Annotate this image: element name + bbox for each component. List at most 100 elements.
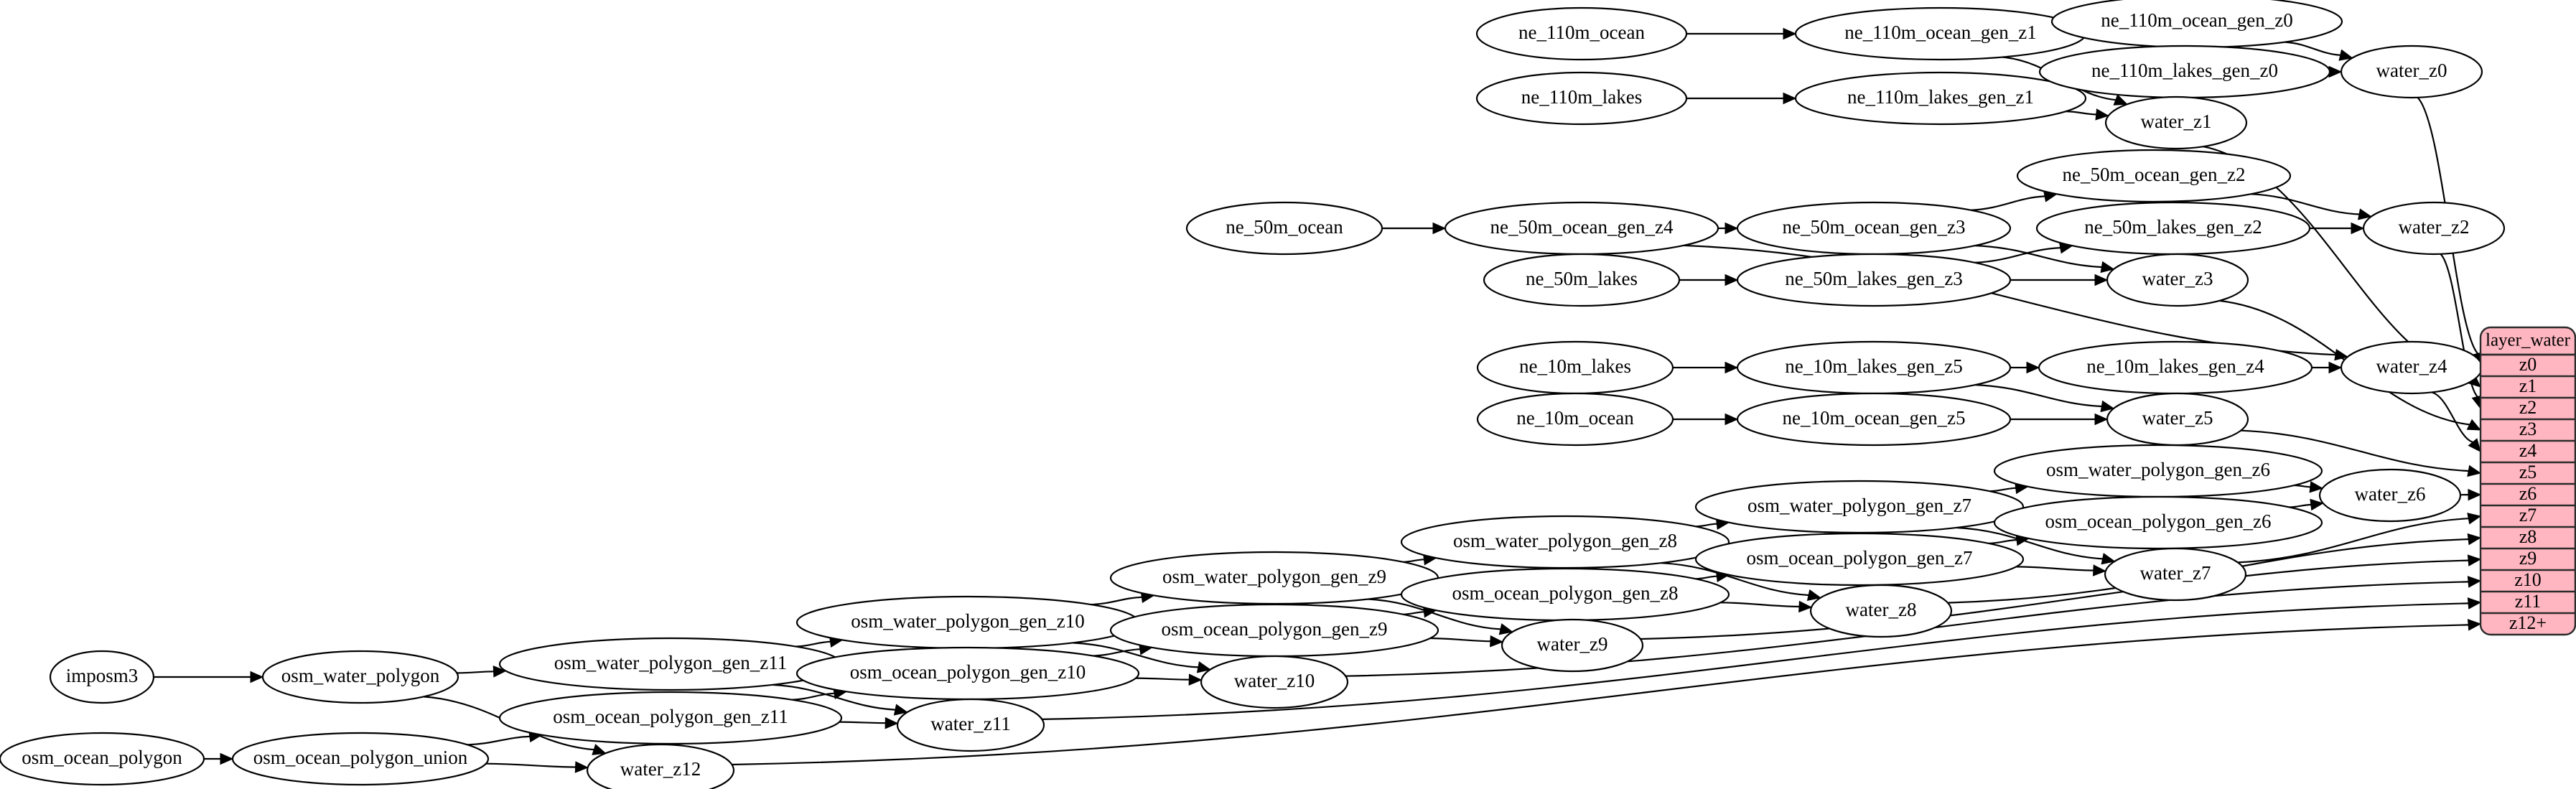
edge-osm_ocean_polygon_gen_z9-to-water_z9 <box>1430 635 1504 648</box>
table-row-z9[interactable]: z9 <box>2481 547 2575 569</box>
node-water_z6[interactable]: water_z6 <box>2318 468 2462 523</box>
node-osm_ocean_polygon_gen_z10[interactable]: osm_ocean_polygon_gen_z10 <box>795 646 1140 701</box>
table-row-z7[interactable]: z7 <box>2481 504 2575 526</box>
table-row-z0[interactable]: z0 <box>2519 354 2537 375</box>
node-osm_ocean_polygon_gen_z9[interactable]: osm_ocean_polygon_gen_z9 <box>1109 603 1439 658</box>
node-osm_ocean_polygon_gen_z11[interactable]: osm_ocean_polygon_gen_z11 <box>498 691 843 745</box>
node-water_z8[interactable]: water_z8 <box>1809 584 1953 638</box>
node-water_z5[interactable]: water_z5 <box>2106 392 2249 447</box>
node-ne_110m_ocean_gen_z1[interactable]: ne_110m_ocean_gen_z1 <box>1794 6 2087 61</box>
table-row-z12plus[interactable]: z12+ <box>2481 612 2575 633</box>
node-label: osm_water_polygon_gen_z6 <box>2046 459 2270 480</box>
table-row-z11[interactable]: z11 <box>2481 590 2575 612</box>
edge-osm_ocean_polygon-to-osm_ocean_polygon_union <box>204 752 234 765</box>
node-ne_50m_lakes_gen_z3[interactable]: ne_50m_lakes_gen_z3 <box>1736 253 2012 307</box>
edge-ne_110m_lakes-to-ne_110m_lakes_gen_z1 <box>1686 92 1797 105</box>
node-label: ne_110m_ocean <box>1518 22 1645 43</box>
edge-osm_ocean_polygon_union-to-water_z12 <box>485 761 589 773</box>
table-cell-label: z1 <box>2519 375 2537 396</box>
node-osm_water_polygon_gen_z7[interactable]: osm_water_polygon_gen_z7 <box>1694 480 2025 534</box>
edge-ne_10m_lakes-to-ne_10m_lakes_gen_z5 <box>1672 361 1739 374</box>
edge-water_z4-to-layer_water_z4 <box>2431 391 2481 452</box>
node-osm_ocean_polygon_gen_z6[interactable]: osm_ocean_polygon_gen_z6 <box>1993 495 2323 550</box>
node-label: ne_110m_ocean_gen_z0 <box>2101 9 2292 31</box>
node-label: ne_10m_ocean <box>1516 407 1634 429</box>
table-cell-label: z4 <box>2519 440 2537 461</box>
node-osm_water_polygon_gen_z11[interactable]: osm_water_polygon_gen_z11 <box>498 637 843 691</box>
node-osm_ocean_polygon_union[interactable]: osm_ocean_polygon_union <box>231 732 490 786</box>
node-ne_110m_ocean_gen_z0[interactable]: ne_110m_ocean_gen_z0 <box>2050 0 2343 49</box>
table-row-z3[interactable]: z3 <box>2481 418 2575 439</box>
table-row-z4[interactable]: z4 <box>2481 439 2575 461</box>
table-row-z6[interactable]: z6 <box>2481 482 2575 504</box>
node-ne_10m_ocean[interactable]: ne_10m_ocean <box>1476 392 1674 447</box>
node-ne_110m_lakes_gen_z1[interactable]: ne_110m_lakes_gen_z1 <box>1794 71 2087 126</box>
node-ne_50m_ocean_gen_z2[interactable]: ne_50m_ocean_gen_z2 <box>2016 149 2292 203</box>
table-cell-label: z6 <box>2519 483 2537 504</box>
edge-water_z12-to-layer_water_z12_ <box>732 619 2482 766</box>
node-osm_water_polygon[interactable]: osm_water_polygon <box>261 650 459 704</box>
table-row-z2[interactable]: z2 <box>2481 396 2575 418</box>
edge-ne_50m_lakes-to-ne_50m_lakes_gen_z3 <box>1679 274 1739 286</box>
edge-water_z5-to-layer_water_z5 <box>2241 429 2482 477</box>
node-label: ne_110m_lakes <box>1521 86 1642 108</box>
node-osm_water_polygon_gen_z8[interactable]: osm_water_polygon_gen_z8 <box>1400 515 1730 569</box>
edge-ne_10m_lakes_gen_z5-to-water_z5 <box>1975 384 2115 413</box>
node-ne_10m_ocean_gen_z5[interactable]: ne_10m_ocean_gen_z5 <box>1736 392 2012 447</box>
edge-ne_50m_ocean_gen_z3-to-water_z3 <box>1975 245 2115 274</box>
node-label: ne_50m_ocean_gen_z4 <box>1490 216 1674 238</box>
node-label: osm_ocean_polygon_gen_z11 <box>553 706 788 727</box>
node-water_z3[interactable]: water_z3 <box>2106 253 2249 307</box>
node-water_z1[interactable]: water_z1 <box>2104 95 2248 150</box>
edge-osm_ocean_polygon_gen_z11-to-water_z11 <box>839 716 899 729</box>
node-label: osm_ocean_polygon_union <box>253 747 468 768</box>
node-ne_10m_lakes[interactable]: ne_10m_lakes <box>1476 340 1674 395</box>
node-water_z10[interactable]: water_z10 <box>1200 655 1349 709</box>
node-ne_110m_ocean[interactable]: ne_110m_ocean <box>1475 6 1688 61</box>
node-ne_10m_lakes_gen_z5[interactable]: ne_10m_lakes_gen_z5 <box>1736 340 2012 395</box>
node-osm_ocean_polygon_gen_z7[interactable]: osm_ocean_polygon_gen_z7 <box>1694 532 2025 587</box>
edge-osm_water_polygon_gen_z9-to-water_z9 <box>1368 598 1513 635</box>
table-row-z8[interactable]: z8 <box>2481 526 2575 547</box>
node-ne_50m_lakes[interactable]: ne_50m_lakes <box>1483 253 1681 307</box>
edge-osm_ocean_polygon_gen_z7-to-water_z7 <box>2016 564 2107 576</box>
node-water_z7[interactable]: water_z7 <box>2104 547 2247 602</box>
table-cell-label: z2 <box>2519 397 2537 418</box>
node-osm_water_polygon_gen_z10[interactable]: osm_water_polygon_gen_z10 <box>795 595 1140 650</box>
node-osm_ocean_polygon[interactable]: osm_ocean_polygon <box>0 732 205 786</box>
node-water_z0[interactable]: water_z0 <box>2340 45 2483 99</box>
node-ne_50m_ocean[interactable]: ne_50m_ocean <box>1185 201 1383 256</box>
table-cell-label: z0 <box>2519 354 2537 375</box>
node-ne_110m_lakes[interactable]: ne_110m_lakes <box>1475 71 1688 126</box>
table-row-z1[interactable]: z1 <box>2481 375 2575 396</box>
node-osm_ocean_polygon_gen_z8[interactable]: osm_ocean_polygon_gen_z8 <box>1400 567 1730 622</box>
table-row-z10[interactable]: z10 <box>2481 569 2575 590</box>
node-water_z2[interactable]: water_z2 <box>2362 201 2506 256</box>
node-water_z11[interactable]: water_z11 <box>896 698 1045 752</box>
node-ne_10m_lakes_gen_z4[interactable]: ne_10m_lakes_gen_z4 <box>2038 340 2313 395</box>
node-label: osm_water_polygon_gen_z9 <box>1162 566 1386 587</box>
node-osm_water_polygon_gen_z9[interactable]: osm_water_polygon_gen_z9 <box>1109 551 1439 605</box>
table-cell-label: z8 <box>2519 526 2537 547</box>
node-ne_50m_ocean_gen_z3[interactable]: ne_50m_ocean_gen_z3 <box>1736 201 2012 256</box>
node-label: ne_50m_lakes_gen_z2 <box>2084 216 2262 238</box>
node-label: osm_ocean_polygon_gen_z8 <box>1452 582 1679 604</box>
table-row-z5[interactable]: z5 <box>2481 461 2575 482</box>
node-water_z9[interactable]: water_z9 <box>1501 618 1644 673</box>
edge-osm_ocean_polygon_gen_z10-to-water_z10 <box>1135 673 1203 686</box>
node-ne_50m_ocean_gen_z4[interactable]: ne_50m_ocean_gen_z4 <box>1444 201 1719 256</box>
edge-ne_50m_ocean-to-ne_50m_ocean_gen_z4 <box>1382 222 1447 235</box>
node-label: osm_water_polygon_gen_z11 <box>554 652 787 673</box>
node-label: water_z12 <box>620 758 701 780</box>
node-water_z4[interactable]: water_z4 <box>2340 340 2483 395</box>
node-label: osm_water_polygon <box>281 665 440 686</box>
node-ne_50m_lakes_gen_z2[interactable]: ne_50m_lakes_gen_z2 <box>2035 201 2311 256</box>
node-label: ne_10m_lakes <box>1519 355 1631 377</box>
node-imposm3[interactable]: imposm3 <box>49 650 155 704</box>
node-ne_110m_lakes_gen_z0[interactable]: ne_110m_lakes_gen_z0 <box>2038 45 2331 99</box>
node-osm_water_polygon_gen_z6[interactable]: osm_water_polygon_gen_z6 <box>1993 444 2323 498</box>
edge-water_z6-to-layer_water_z6 <box>2460 488 2482 501</box>
node-water_z12[interactable]: water_z12 <box>586 743 735 789</box>
node-label: ne_50m_lakes_gen_z3 <box>1785 268 1962 289</box>
